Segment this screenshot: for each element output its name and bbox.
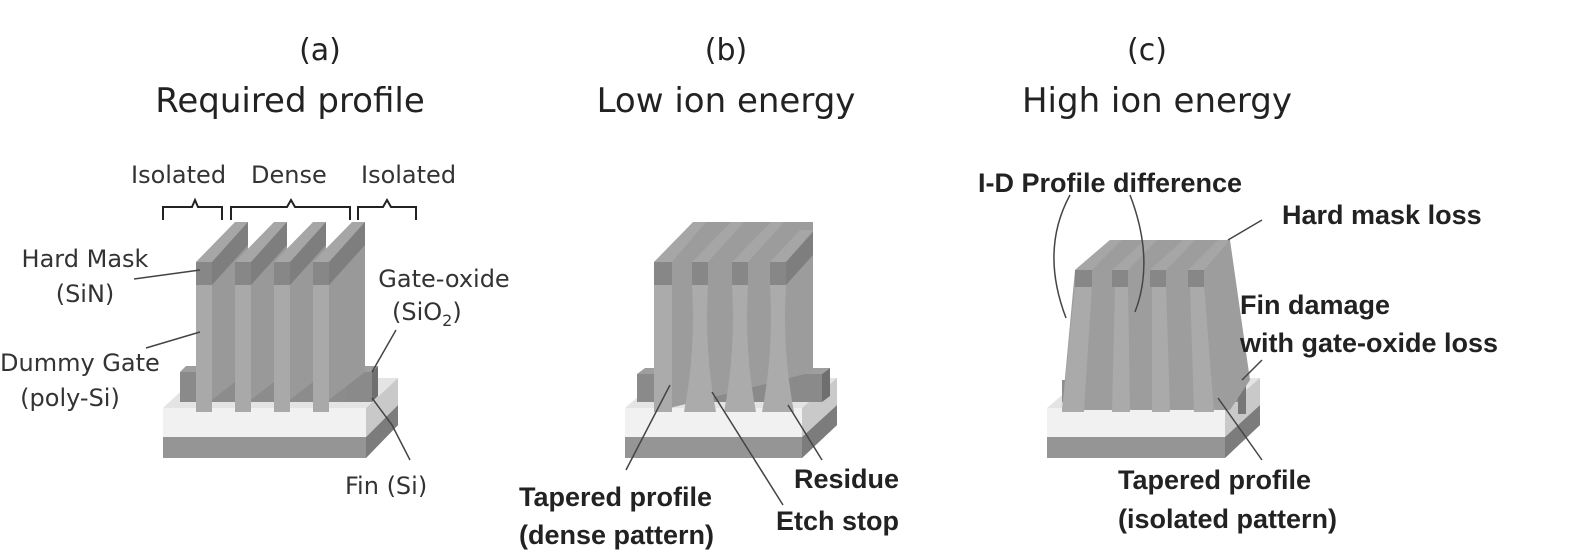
panel-c-letter: (c) xyxy=(1127,33,1167,68)
label-etch-stop: Etch stop xyxy=(776,506,900,536)
leader-residue xyxy=(787,404,823,461)
leader-id-diff-2 xyxy=(1129,194,1145,313)
label-id-profile-difference: I-D Profile difference xyxy=(978,168,1243,198)
label-tapered-b-2: (dense pattern) xyxy=(519,520,715,550)
label-hard-mask: Hard Mask xyxy=(21,245,149,273)
hard-masks-c xyxy=(1075,240,1230,287)
structure-c xyxy=(1047,194,1263,461)
structure-a xyxy=(133,197,417,461)
fin-base xyxy=(163,405,398,458)
panel-b-title: Low ion energy xyxy=(596,81,856,121)
structure-b xyxy=(625,222,837,506)
label-isolated-left: Isolated xyxy=(131,161,227,189)
leader-tapered-c xyxy=(1217,397,1263,461)
damaged-fin xyxy=(1238,378,1246,414)
hard-masks-a xyxy=(196,222,365,285)
label-dummy-gate: Dummy Gate xyxy=(0,349,160,377)
panel-a-title: Required profile xyxy=(155,81,425,121)
label-isolated-right: Isolated xyxy=(361,161,457,189)
leader-dummy-gate xyxy=(145,331,201,349)
leader-hard-mask-loss xyxy=(1227,219,1263,241)
label-residue: Residue xyxy=(794,464,900,494)
gate-oxide-left xyxy=(180,372,196,402)
label-fin-damage-2: with gate-oxide loss xyxy=(1240,328,1499,358)
bracket-dense xyxy=(230,197,351,220)
label-dense: Dense xyxy=(251,161,327,189)
label-gate-oxide-sub: (SiO2) xyxy=(392,298,462,330)
label-hard-mask-sub: (SiN) xyxy=(55,280,115,308)
label-dummy-gate-sub: (poly-Si) xyxy=(20,384,120,412)
label-fin-damage-1: Fin damage xyxy=(1240,290,1391,320)
label-tapered-c-1: Tapered profile xyxy=(1118,465,1312,495)
bracket-isolated-left xyxy=(162,197,223,220)
leader-id-diff-1 xyxy=(1053,194,1071,319)
hard-masks-b xyxy=(654,222,813,285)
label-tapered-c-2: (isolated pattern) xyxy=(1118,504,1338,534)
leader-gate-oxide xyxy=(371,329,397,373)
leader-tapered-b xyxy=(625,384,671,471)
bracket-isolated-right xyxy=(357,197,417,220)
leader-fin-damage xyxy=(1241,359,1263,381)
panel-b-letter: (b) xyxy=(704,33,748,68)
label-hard-mask-loss: Hard mask loss xyxy=(1282,200,1482,230)
panel-a-letter: (a) xyxy=(299,33,341,68)
gates-b xyxy=(654,285,794,412)
leader-hard-mask xyxy=(133,269,201,280)
panel-c-title: High ion energy xyxy=(1021,81,1293,121)
leader-fin xyxy=(371,397,411,461)
leader-etch-stop xyxy=(711,391,784,506)
label-fin: Fin (Si) xyxy=(345,472,428,500)
label-gate-oxide: Gate-oxide xyxy=(378,265,510,293)
gates-c xyxy=(1062,285,1214,412)
label-tapered-b-1: Tapered profile xyxy=(519,482,713,512)
